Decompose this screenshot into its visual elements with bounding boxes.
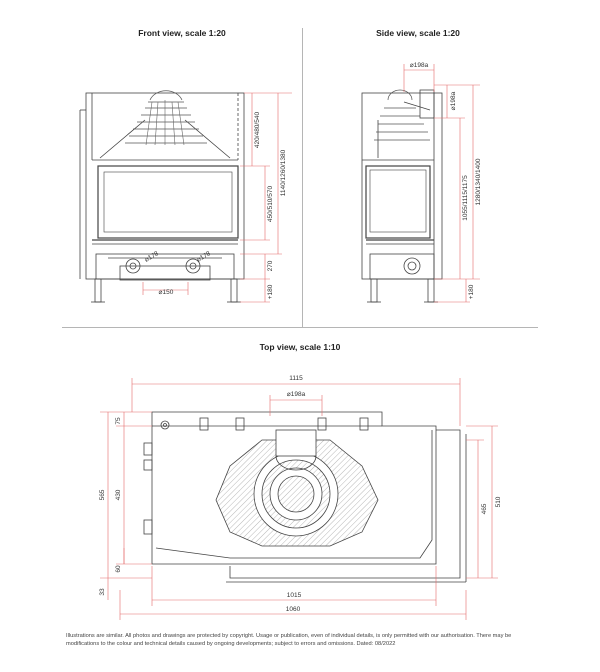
side-dim-top-label: ⌀198a xyxy=(410,62,429,69)
front-view-dimensions xyxy=(142,92,292,303)
horizontal-separator xyxy=(62,327,538,328)
top-dim-33-label: 33 xyxy=(99,588,106,596)
vertical-separator xyxy=(302,28,303,328)
top-view-title: Top view, scale 1:10 xyxy=(259,342,341,352)
side-view-drawing xyxy=(361,89,443,303)
front-dim-top-label: 420/480/540 xyxy=(254,112,261,149)
front-view-title: Front view, scale 1:20 xyxy=(138,28,226,38)
top-dim-510-label: 510 xyxy=(495,496,502,507)
top-dim-75-label: 75 xyxy=(115,417,122,425)
front-dim-mid-label: 450/510/570 xyxy=(267,186,274,223)
side-dim-collar-label: ⌀198a xyxy=(450,91,457,110)
side-dim-inner-label: 1055/1115/1175 xyxy=(462,175,469,221)
front-dim-total-label: 1140/1260/1380 xyxy=(280,149,287,196)
front-dim-leg-label: +180 xyxy=(267,284,274,299)
top-dim-430-label: 430 xyxy=(115,489,122,500)
front-dim-right-pipe-label: ⌀178 xyxy=(196,250,213,264)
front-view-drawing xyxy=(79,90,245,303)
side-dim-leg-label: +180 xyxy=(468,284,475,299)
copyright-footer: Illustrations are similar. All photos an… xyxy=(66,633,512,647)
top-dim-inner-label: 1015 xyxy=(287,592,302,599)
top-dim-565-label: 565 xyxy=(99,489,106,500)
top-dim-width-label: 1115 xyxy=(289,375,303,382)
top-view-dimensions xyxy=(100,378,498,620)
side-view-dimensions xyxy=(403,64,480,303)
top-view-drawing xyxy=(143,411,467,583)
top-dim-collar-label: ⌀198a xyxy=(287,391,306,398)
top-dim-base-label: 1060 xyxy=(286,606,301,613)
side-dim-total-label: 1280/1340/1400 xyxy=(475,158,482,205)
top-dim-60-label: 60 xyxy=(115,565,122,573)
side-view-title: Side view, scale 1:20 xyxy=(376,28,460,38)
front-dim-left-pipe-label: ⌀178 xyxy=(144,250,161,264)
front-dim-outlet-label: ⌀150 xyxy=(159,289,174,296)
front-dim-base-label: 270 xyxy=(267,260,274,271)
top-dim-465-label: 465 xyxy=(481,503,488,514)
